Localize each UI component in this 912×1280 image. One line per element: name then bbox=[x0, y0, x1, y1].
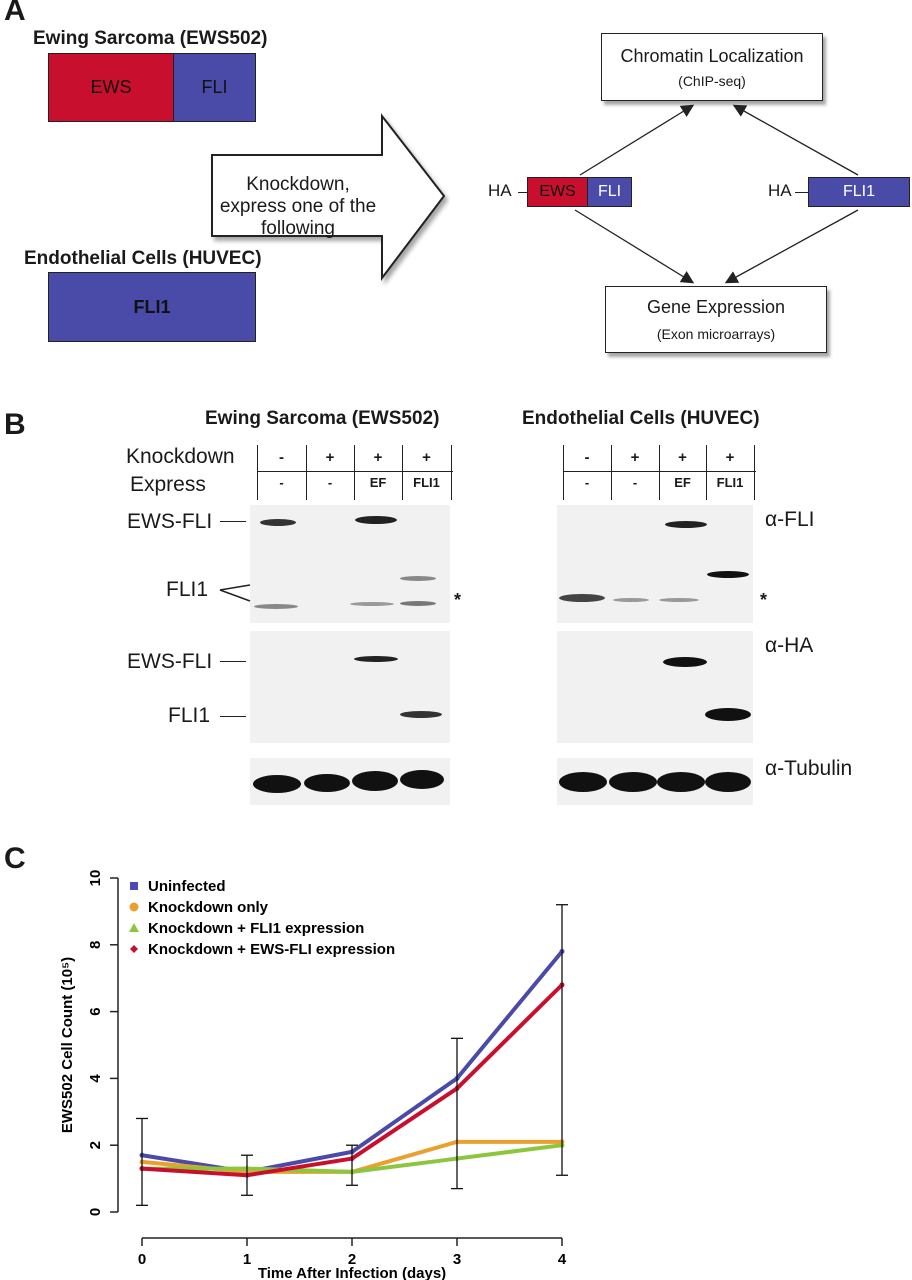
leader-line-3 bbox=[220, 716, 246, 717]
ha-left-linker bbox=[518, 192, 530, 193]
right-ex-2: - bbox=[632, 475, 638, 490]
fli-bar: FLI bbox=[173, 53, 256, 122]
construct-fli1: FLI1 bbox=[808, 177, 910, 207]
right-kd-4: + bbox=[725, 449, 735, 466]
legend-marker-square bbox=[130, 882, 138, 890]
panel-c-letter: C bbox=[4, 842, 26, 875]
right-kd-3: + bbox=[678, 449, 687, 466]
gene-sub: (Exon microarrays) bbox=[656, 326, 776, 342]
panel-a-letter: A bbox=[4, 0, 26, 27]
alpha-fli-label: α-FLI bbox=[765, 508, 815, 531]
leader-line-2 bbox=[220, 661, 246, 662]
left-lane-header: - + + + - - EF FLI1 bbox=[257, 445, 453, 500]
ha-left-label: HA bbox=[488, 181, 512, 200]
endothelial-title: Endothelial Cells (HUVEC) bbox=[24, 248, 262, 269]
y-tick-label: 0 bbox=[87, 1208, 104, 1216]
arrow-text: Knockdown, express one of the following bbox=[219, 174, 377, 239]
blot-label-ews-fli-1: EWS-FLI bbox=[127, 510, 213, 533]
legend-label: Knockdown + EWS-FLI expression bbox=[148, 941, 395, 958]
y-tick-label: 2 bbox=[87, 1141, 104, 1149]
fli-bar-label: FLI bbox=[201, 77, 228, 97]
ewing-title: Ewing Sarcoma (EWS502) bbox=[33, 28, 268, 49]
legend-label: Knockdown + FLI1 expression bbox=[148, 920, 364, 937]
gene-box: Gene Expression (Exon microarrays) bbox=[605, 286, 827, 353]
right-tubulin-blot bbox=[557, 758, 753, 805]
blot-left-title: Ewing Sarcoma (EWS502) bbox=[205, 408, 440, 429]
legend-label: Uninfected bbox=[148, 878, 226, 895]
chromatin-box: Chromatin Localization (ChIP-seq) bbox=[601, 33, 823, 101]
fli1-bar: FLI1 bbox=[48, 272, 256, 342]
construct-fli-label: FLI bbox=[597, 183, 622, 200]
construct-fli: FLI bbox=[587, 177, 632, 207]
right-lane-header: - + + + - - EF FLI1 bbox=[563, 445, 756, 500]
left-kd-4: + bbox=[422, 449, 431, 466]
y-tick-label: 4 bbox=[87, 1074, 104, 1083]
series-line-0 bbox=[140, 949, 564, 1174]
leader-line-1 bbox=[220, 521, 246, 522]
panel-b-letter: B bbox=[4, 408, 26, 441]
blot-label-fli1-2: FLI1 bbox=[168, 704, 211, 727]
asterisk-right: * bbox=[760, 590, 768, 610]
construct-ews: EWS bbox=[527, 177, 588, 207]
ews-bar-label: EWS bbox=[90, 77, 132, 97]
x-axis-title: Time After Infection (days) bbox=[258, 1265, 446, 1280]
ha-right-label: HA bbox=[768, 181, 792, 200]
left-tubulin-blot bbox=[250, 758, 450, 805]
knockdown-label: Knockdown bbox=[126, 445, 235, 468]
right-kd-2: + bbox=[630, 449, 640, 466]
y-tick-label: 10 bbox=[87, 870, 104, 887]
left-ex-4: FLI1 bbox=[413, 475, 440, 490]
left-ha-blot bbox=[250, 631, 450, 743]
alpha-ha-label: α-HA bbox=[765, 634, 814, 657]
legend-marker-circle bbox=[129, 902, 139, 912]
panel-a-connectors bbox=[574, 104, 859, 284]
y-axis-title: EWS502 Cell Count (10⁵) bbox=[59, 957, 76, 1133]
big-arrow bbox=[211, 113, 446, 281]
left-ex-2: - bbox=[327, 475, 333, 490]
x-tick-label: 3 bbox=[453, 1251, 461, 1268]
chromatin-title: Chromatin Localization bbox=[620, 46, 804, 66]
x-tick-label: 4 bbox=[558, 1251, 567, 1268]
left-kd-1: - bbox=[279, 449, 284, 466]
right-ex-3: EF bbox=[674, 475, 691, 490]
leader-fork bbox=[219, 584, 251, 602]
x-tick-label: 2 bbox=[348, 1251, 356, 1268]
y-tick-label: 8 bbox=[87, 941, 104, 949]
left-fli-blot bbox=[250, 505, 450, 623]
right-fli-blot bbox=[557, 505, 753, 623]
construct-ews-label: EWS bbox=[539, 183, 576, 200]
ha-right-linker bbox=[795, 192, 809, 193]
asterisk-left: * bbox=[454, 590, 462, 610]
left-kd-2: + bbox=[325, 449, 335, 466]
blot-label-fli1-1: FLI1 bbox=[166, 578, 209, 601]
legend-marker-diamond bbox=[130, 945, 138, 953]
right-ex-1: - bbox=[584, 475, 590, 490]
right-ha-blot bbox=[557, 631, 753, 743]
express-label: Express bbox=[130, 473, 206, 496]
gene-title: Gene Expression bbox=[646, 297, 786, 317]
x-tick-label: 1 bbox=[243, 1251, 251, 1268]
ews-bar: EWS bbox=[48, 53, 174, 122]
right-ex-4: FLI1 bbox=[716, 475, 744, 490]
construct-fli1-label: FLI1 bbox=[842, 183, 875, 200]
fli1-bar-label: FLI1 bbox=[133, 296, 171, 317]
left-ex-3: EF bbox=[369, 475, 387, 490]
left-ex-1: - bbox=[279, 475, 284, 490]
left-kd-3: + bbox=[373, 449, 383, 466]
x-tick-label: 0 bbox=[138, 1251, 146, 1268]
blot-right-title: Endothelial Cells (HUVEC) bbox=[522, 408, 760, 429]
chromatin-sub: (ChIP-seq) bbox=[678, 73, 746, 89]
y-tick-label: 6 bbox=[87, 1007, 104, 1015]
legend-label: Knockdown only bbox=[148, 899, 269, 916]
right-kd-1: - bbox=[584, 449, 590, 466]
blot-label-ews-fli-2: EWS-FLI bbox=[127, 650, 213, 673]
legend-marker-triangle bbox=[129, 923, 139, 932]
alpha-tubulin-label: α-Tubulin bbox=[765, 757, 853, 780]
